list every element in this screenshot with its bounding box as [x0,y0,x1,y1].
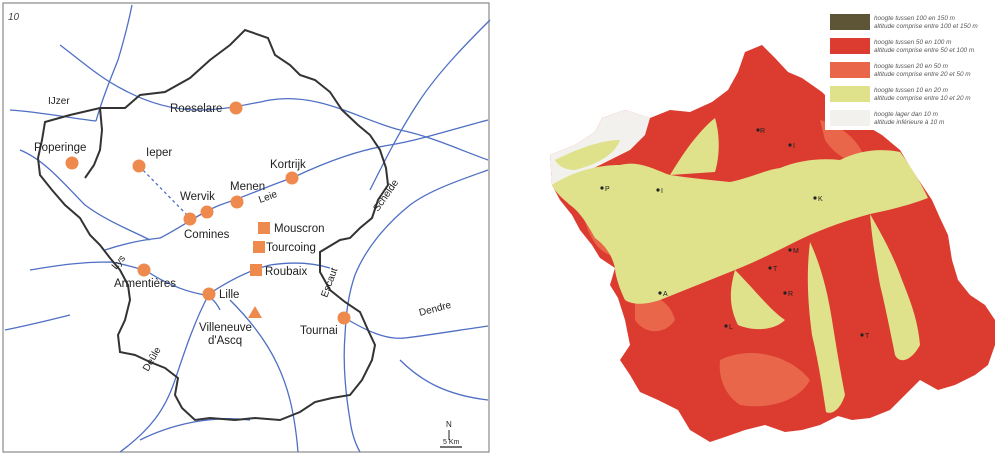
elevation-mid-4 [635,296,675,332]
point-label-a: A [663,291,668,298]
label-tournai: Tournai [300,325,338,337]
territory-border [36,28,390,422]
page-number: 10 [8,12,20,23]
marker-mouscron [258,222,270,234]
legend-label-1a: hoogte tussen 100 en 150 m [874,15,956,22]
label-villeneuve-1: Villeneuve [199,322,252,334]
label-wervik: Wervik [180,191,215,203]
legend-swatch-2 [830,38,870,54]
marker-ieper [132,159,146,173]
marker-menen [230,195,244,209]
label-villeneuve-2: d'Ascq [208,335,242,347]
legend-label-4a: hoogte tussen 10 en 20 m [874,87,949,94]
label-ieper: Ieper [146,147,172,159]
river-west [19,149,151,241]
marker-tournai [337,311,351,325]
marker-lille [202,287,216,301]
marker-poperinge [65,156,79,170]
label-roubaix: Roubaix [265,266,307,278]
rivers [4,4,491,453]
river-se [399,359,489,401]
legend-label-3b: altitude comprise entre 20 et 50 m [874,71,971,78]
city-markers [65,101,351,325]
label-tourcoing: Tourcoing [266,242,316,254]
elevation-mid-2 [719,352,810,407]
elevation-map: hoogte tussen 100 en 150 m altitude comp… [540,0,1000,455]
point-label-p: P [605,186,610,193]
river-mandel [59,44,489,161]
river-label-ijzer: IJzer [48,96,70,107]
legend-label-3a: hoogte tussen 20 en 50 m [874,63,949,70]
legend-label-5a: hoogte lager dan 10 m [874,111,939,118]
point-label-l: L [729,324,733,331]
point-label-m: M [793,248,799,255]
river-ijzer [9,109,97,122]
legend-swatch-5 [830,110,870,126]
elevation-mid-3 [820,120,865,162]
river-canal [208,262,331,295]
label-comines: Comines [184,229,230,241]
inner-border [84,107,104,179]
point-label-i-north: I [793,143,795,150]
point-label-t-east: T [865,333,870,340]
point-label-r: R [760,128,765,135]
river-schelde [343,169,489,453]
legend-swatch-3 [830,62,870,78]
point-label-t-center: T [773,266,778,273]
river-north [95,4,133,122]
marker-villeneuve [248,306,262,318]
marker-armentieres [137,263,151,277]
map-frame [2,2,490,453]
point-label-k: K [818,196,823,203]
canal-ieper-comines [138,165,191,219]
river-leie [104,119,489,251]
label-armentieres: Armentières [114,278,176,290]
label-kortrijk: Kortrijk [270,159,306,171]
point-label-i-west: I [661,188,663,195]
marker-kortrijk [285,171,299,185]
river-lys-west [29,261,146,271]
legend-label-2b: altitude comprise entre 50 et 100 m [874,47,975,54]
river-marque [229,299,299,453]
legend: hoogte tussen 100 en 150 m altitude comp… [830,14,978,126]
location-points [600,128,864,337]
river-deule [119,293,210,453]
legend-swatch-1 [830,14,870,30]
label-poperinge: Poperinge [34,142,86,154]
scale-label: 5 Km [443,439,460,446]
marker-roubaix [250,264,262,276]
legend-label-5b: altitude inférieure à 10 m [874,119,945,126]
legend-label-2a: hoogte tussen 50 en 100 m [874,39,952,46]
marker-roeselare [229,101,243,115]
river-lys-lille [144,269,221,311]
north-label: N [446,420,452,429]
marker-wervik [200,205,214,219]
legend-swatch-4 [830,86,870,102]
point-label-r-center: R [788,291,793,298]
river-sw [4,314,71,331]
elevation-canvas: hoogte tussen 100 en 150 m altitude comp… [550,8,997,442]
north-arrow: N [446,420,452,440]
elevation-low [552,118,928,413]
label-menen: Menen [230,181,265,193]
marker-tourcoing [253,241,265,253]
map-canvas: 10 Roeselar [2,2,491,453]
label-roeselare: Roeselare [170,103,222,115]
label-lille: Lille [219,289,239,301]
marker-comines [183,212,197,226]
administrative-map: 10 Roeselar [0,0,492,455]
legend-label-1b: altitude comprise entre 100 et 150 m [874,23,978,30]
river-dendre [344,317,489,339]
label-mouscron: Mouscron [274,223,325,235]
legend-label-4b: altitude comprise entre 10 et 20 m [874,95,971,102]
